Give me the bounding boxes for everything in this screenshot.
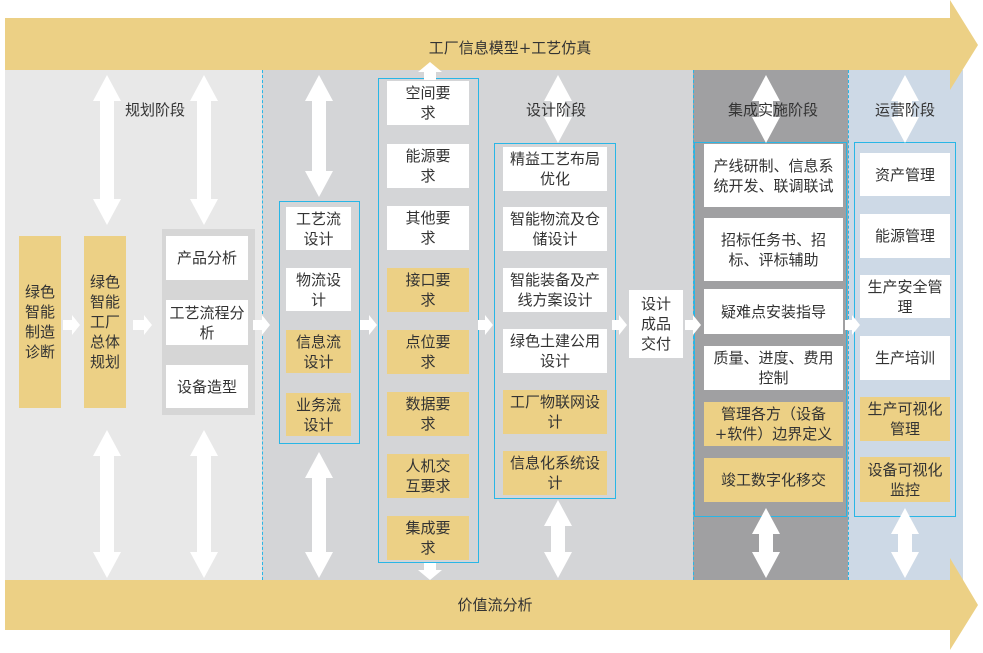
double-arrow-icon: [305, 452, 333, 578]
integration-item: 疑难点安装指导: [704, 289, 843, 334]
requirement-item: 点位要求: [387, 330, 469, 374]
right-arrow-icon: [360, 315, 377, 335]
planning-item: 设备造型: [166, 365, 248, 408]
right-arrow-icon: [845, 315, 860, 335]
planning-item: 工艺流程分析: [166, 300, 248, 345]
flow-design-item: 业务流设计: [286, 393, 351, 436]
double-arrow-icon: [544, 75, 572, 143]
right-arrow-icon: [612, 315, 627, 335]
double-arrow-icon: [93, 430, 121, 578]
right-arrow-icon: [685, 315, 701, 335]
delivery-box: 设计成品交付: [629, 290, 683, 358]
top-band-arrow: [5, 0, 978, 90]
requirement-item: 能源要求: [387, 144, 469, 188]
double-arrow-icon: [891, 75, 919, 143]
design-item: 智能装备及产线方案设计: [503, 268, 607, 312]
double-arrow-icon: [305, 75, 333, 197]
diagnosis-box: 绿色智能制造诊断: [19, 236, 61, 408]
operations-item: 生产安全管理: [860, 275, 950, 318]
flow-design-frame: [279, 201, 360, 444]
double-arrow-icon: [891, 508, 919, 578]
design-item: 工厂物联网设计: [503, 390, 607, 434]
flow-design-item: 工艺流设计: [286, 207, 351, 250]
requirement-item: 人机交互要求: [387, 454, 469, 498]
top-band-label: 工厂信息模型+工艺仿真: [428, 39, 592, 57]
flow-design-item: 物流设计: [286, 268, 351, 311]
requirement-item: 空间要求: [387, 81, 469, 125]
integration-item: 质量、进度、费用控制: [704, 346, 843, 390]
double-arrow-icon: [544, 500, 572, 578]
double-arrow-icon: [190, 430, 218, 578]
double-arrow-icon: [93, 75, 121, 225]
design-item: 精益工艺布局优化: [503, 147, 607, 191]
integration-item: 产线研制、信息系统开发、联调联试: [704, 144, 843, 207]
overall-plan-box: 绿色智能工厂总体规划: [84, 236, 126, 408]
operations-item: 生产可视化管理: [860, 397, 950, 441]
double-arrow-icon: [190, 75, 218, 225]
operations-item: 设备可视化监控: [860, 457, 950, 502]
down-arrow-icon: [418, 563, 442, 580]
requirement-item: 其他要求: [387, 206, 469, 250]
design-item: 智能物流及仓储设计: [503, 207, 607, 251]
design-item: 绿色土建公用设计: [503, 329, 607, 373]
stage-title-planning: 规划阶段: [124, 101, 186, 119]
right-arrow-icon: [253, 315, 270, 335]
operations-item: 能源管理: [860, 214, 950, 258]
right-arrow-icon: [133, 315, 152, 335]
planning-item: 产品分析: [166, 236, 248, 280]
stage-title-integration: 集成实施阶段: [727, 101, 819, 119]
requirement-item: 接口要求: [387, 268, 469, 312]
integration-item: 管理各方（设备+软件）边界定义: [704, 402, 843, 446]
flow-design-item: 信息流设计: [286, 330, 351, 373]
integration-item: 招标任务书、招标、评标辅助: [704, 218, 843, 281]
bottom-band-label: 价值流分析: [457, 596, 533, 614]
operations-item: 资产管理: [860, 153, 950, 196]
requirement-item: 集成要求: [387, 516, 469, 560]
right-arrow-icon: [63, 315, 80, 335]
right-arrow-icon: [478, 315, 493, 335]
up-arrow-icon: [418, 62, 442, 80]
double-arrow-icon: [752, 75, 780, 143]
requirement-item: 数据要求: [387, 392, 469, 436]
design-item: 信息化系统设计: [503, 451, 607, 495]
bottom-band-arrow: [5, 558, 978, 650]
double-arrow-icon: [752, 508, 780, 578]
stage-title-operations: 运营阶段: [874, 101, 936, 119]
integration-item: 竣工数字化移交: [704, 458, 843, 502]
stage-title-design: 设计阶段: [525, 101, 587, 119]
operations-item: 生产培训: [860, 336, 950, 380]
